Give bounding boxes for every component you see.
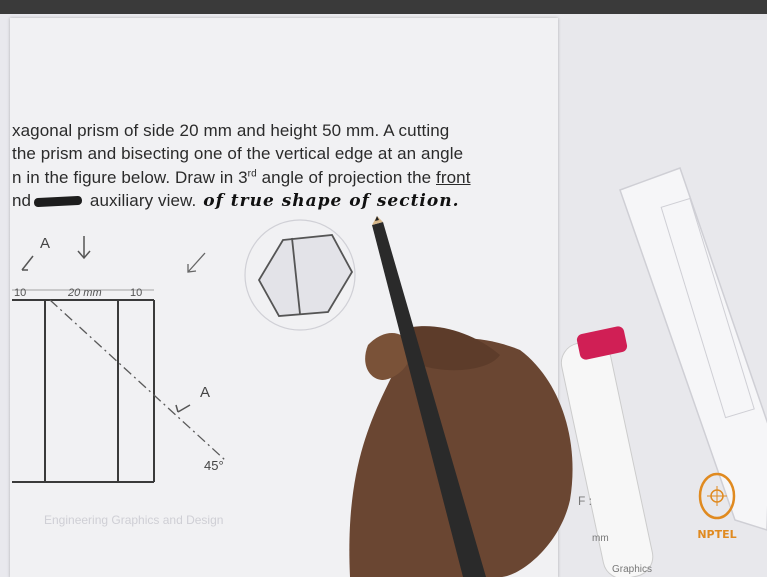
nptel-logo: NPTEL bbox=[692, 468, 742, 546]
problem-line-3-mid: angle of projection the bbox=[256, 168, 436, 187]
dim-right-label: 10 bbox=[130, 287, 142, 299]
cutting-plane-line bbox=[49, 299, 226, 461]
white-marker bbox=[560, 326, 654, 577]
handwritten-note: of true shape of section. bbox=[196, 191, 460, 211]
right-sheet-text-3: Graphics bbox=[612, 564, 652, 575]
arrow-diag bbox=[187, 252, 206, 273]
arrow-top-left bbox=[21, 255, 34, 271]
faint-footer-text: Engineering Graphics and Design bbox=[44, 513, 224, 527]
problem-line-4-post: auxiliary view. bbox=[85, 191, 197, 210]
front-view-prism bbox=[12, 299, 155, 483]
problem-line-4: nd auxiliary view. of true shape of sect… bbox=[12, 191, 460, 211]
problem-line-2: the prism and bisecting one of the verti… bbox=[12, 144, 464, 163]
problem-line-3-text: n in the figure below. Draw in 3 bbox=[12, 168, 248, 187]
dim-left-label: 10 bbox=[14, 287, 26, 299]
section-label-top: A bbox=[40, 235, 50, 252]
angle-label: 45° bbox=[204, 458, 224, 473]
problem-line-1: xagonal prism of side 20 mm and height 5… bbox=[12, 121, 450, 140]
dim-mid-label: 20 mm bbox=[67, 287, 102, 299]
section-label-bottom: A bbox=[200, 384, 210, 401]
problem-line-4-pre: nd bbox=[12, 191, 32, 210]
problem-line-3: n in the figure below. Draw in 3rd angle… bbox=[12, 168, 471, 188]
section-divider bbox=[291, 237, 301, 315]
right-sheet-text-1: F : bbox=[578, 494, 592, 508]
front-word: front bbox=[436, 168, 471, 187]
right-sheet-text-2: mm bbox=[592, 533, 609, 544]
nptel-logo-text: NPTEL bbox=[697, 528, 737, 541]
top-edge bbox=[0, 0, 767, 14]
set-square bbox=[619, 167, 767, 531]
construction-circle bbox=[244, 219, 356, 331]
pencil bbox=[372, 216, 486, 577]
nptel-emblem-icon bbox=[698, 472, 736, 520]
hand-holding-pencil bbox=[349, 326, 573, 577]
arrow-bottom bbox=[177, 404, 191, 413]
hexagon-section bbox=[257, 234, 354, 317]
superscript-rd: rd bbox=[247, 168, 257, 180]
